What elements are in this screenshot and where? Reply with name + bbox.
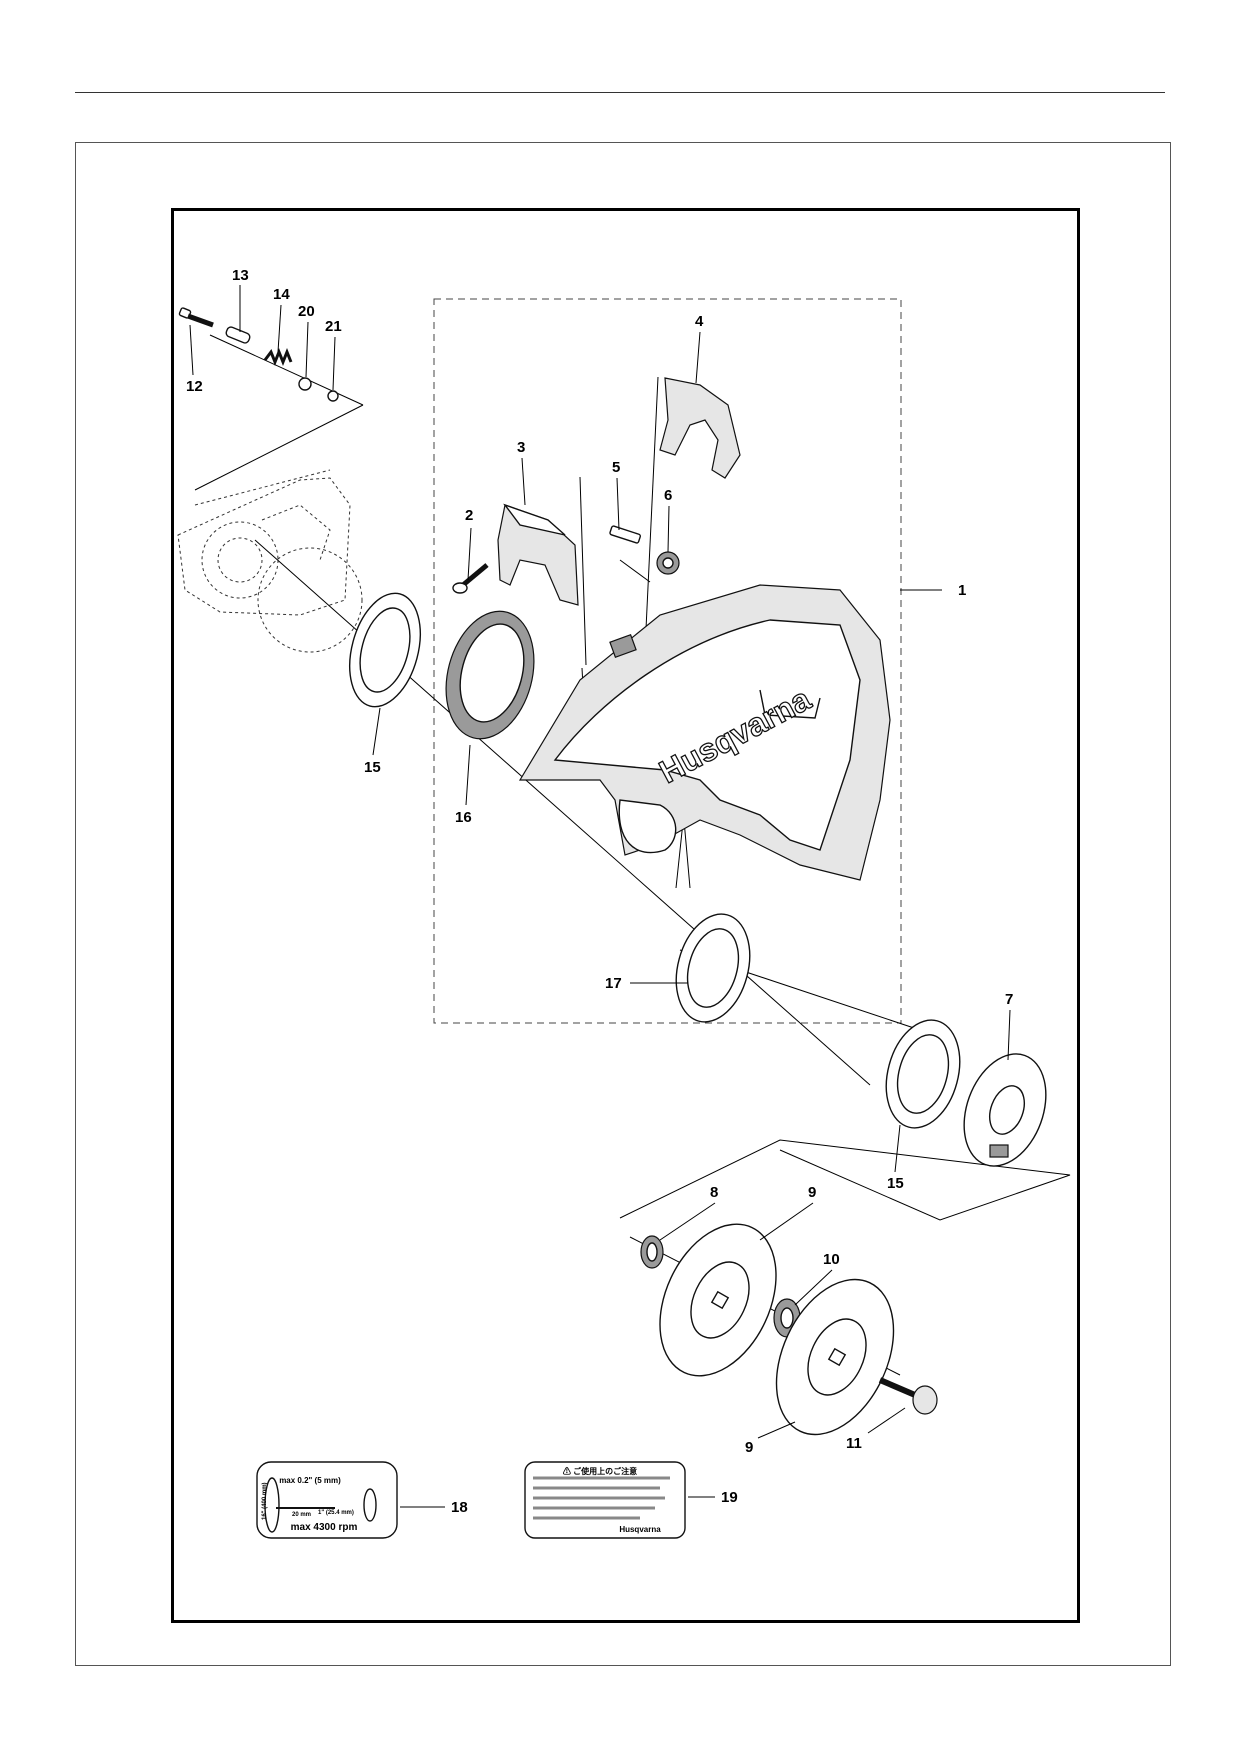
callout-15-left: 15	[364, 759, 381, 776]
diagram-frame	[171, 208, 1080, 1623]
callout-16: 16	[455, 809, 472, 826]
callout-17: 17	[605, 975, 622, 992]
part-6-bushing	[656, 551, 680, 575]
top-rule	[75, 92, 1165, 93]
part-3-handle	[497, 503, 579, 606]
part-19-decal	[524, 1461, 686, 1539]
callout-19: 19	[721, 1489, 738, 1506]
callout-20: 20	[298, 303, 315, 320]
decal18-diameter: 16" (400 mm)	[262, 1482, 268, 1520]
part-7-flange	[963, 1053, 1047, 1167]
part-18-decal	[256, 1461, 398, 1539]
part-17-washer	[675, 913, 751, 1023]
part-8-bushing	[640, 1235, 664, 1269]
part-1-blade-guard	[518, 584, 891, 881]
callout-18: 18	[451, 1499, 468, 1516]
part-9-blade-lower	[775, 1278, 895, 1436]
callout-10: 10	[823, 1251, 840, 1268]
callout-3: 3	[517, 439, 525, 456]
callout-2: 2	[465, 507, 473, 524]
decal18-max-depth: max 0.2" (5 mm)	[279, 1476, 341, 1485]
part-2-screw	[452, 563, 489, 594]
engine-housing	[177, 469, 363, 653]
callout-13: 13	[232, 267, 249, 284]
callout-8: 8	[710, 1184, 718, 1201]
callout-11: 11	[846, 1435, 862, 1452]
callout-1: 1	[958, 582, 966, 599]
assembly-axes	[194, 334, 1071, 1376]
callout-15-right: 15	[887, 1175, 904, 1192]
decal19-brand: Husqvarna	[619, 1525, 661, 1534]
part-15-washer-left	[349, 592, 421, 708]
decal19-header: ⚠ ご使用上のご注意	[563, 1466, 637, 1476]
callout-4: 4	[695, 313, 704, 330]
part-11-bolt	[878, 1377, 938, 1415]
part-16-ring	[445, 610, 535, 740]
part-5-screw	[609, 525, 641, 544]
decal18-shaft: 20 mm	[292, 1512, 311, 1518]
callout-9-lower: 9	[745, 1439, 753, 1456]
part-13-sleeve	[225, 326, 251, 344]
part-14-spring	[263, 347, 293, 367]
callout-leaders	[189, 285, 1011, 1508]
callout-12: 12	[186, 378, 203, 395]
callout-7: 7	[1005, 991, 1013, 1008]
callout-9-upper: 9	[808, 1184, 816, 1201]
part-9-blade-upper	[659, 1223, 777, 1377]
decal18-rpm: max 4300 rpm	[291, 1522, 358, 1533]
callout-5: 5	[612, 459, 620, 476]
assembly-boundary	[433, 298, 902, 1024]
decal18-arbor: 1" (25.4 mm)	[318, 1510, 354, 1516]
part-12-bolt	[178, 307, 214, 328]
callout-21: 21	[325, 318, 342, 335]
callout-14: 14	[273, 286, 290, 303]
page-frame	[75, 142, 1171, 1666]
part-21-circlip	[327, 390, 339, 402]
part-15-washer-right	[885, 1019, 961, 1129]
part-4-guard-handle	[659, 377, 741, 479]
part-20-washer	[298, 377, 312, 391]
callout-6: 6	[664, 487, 672, 504]
